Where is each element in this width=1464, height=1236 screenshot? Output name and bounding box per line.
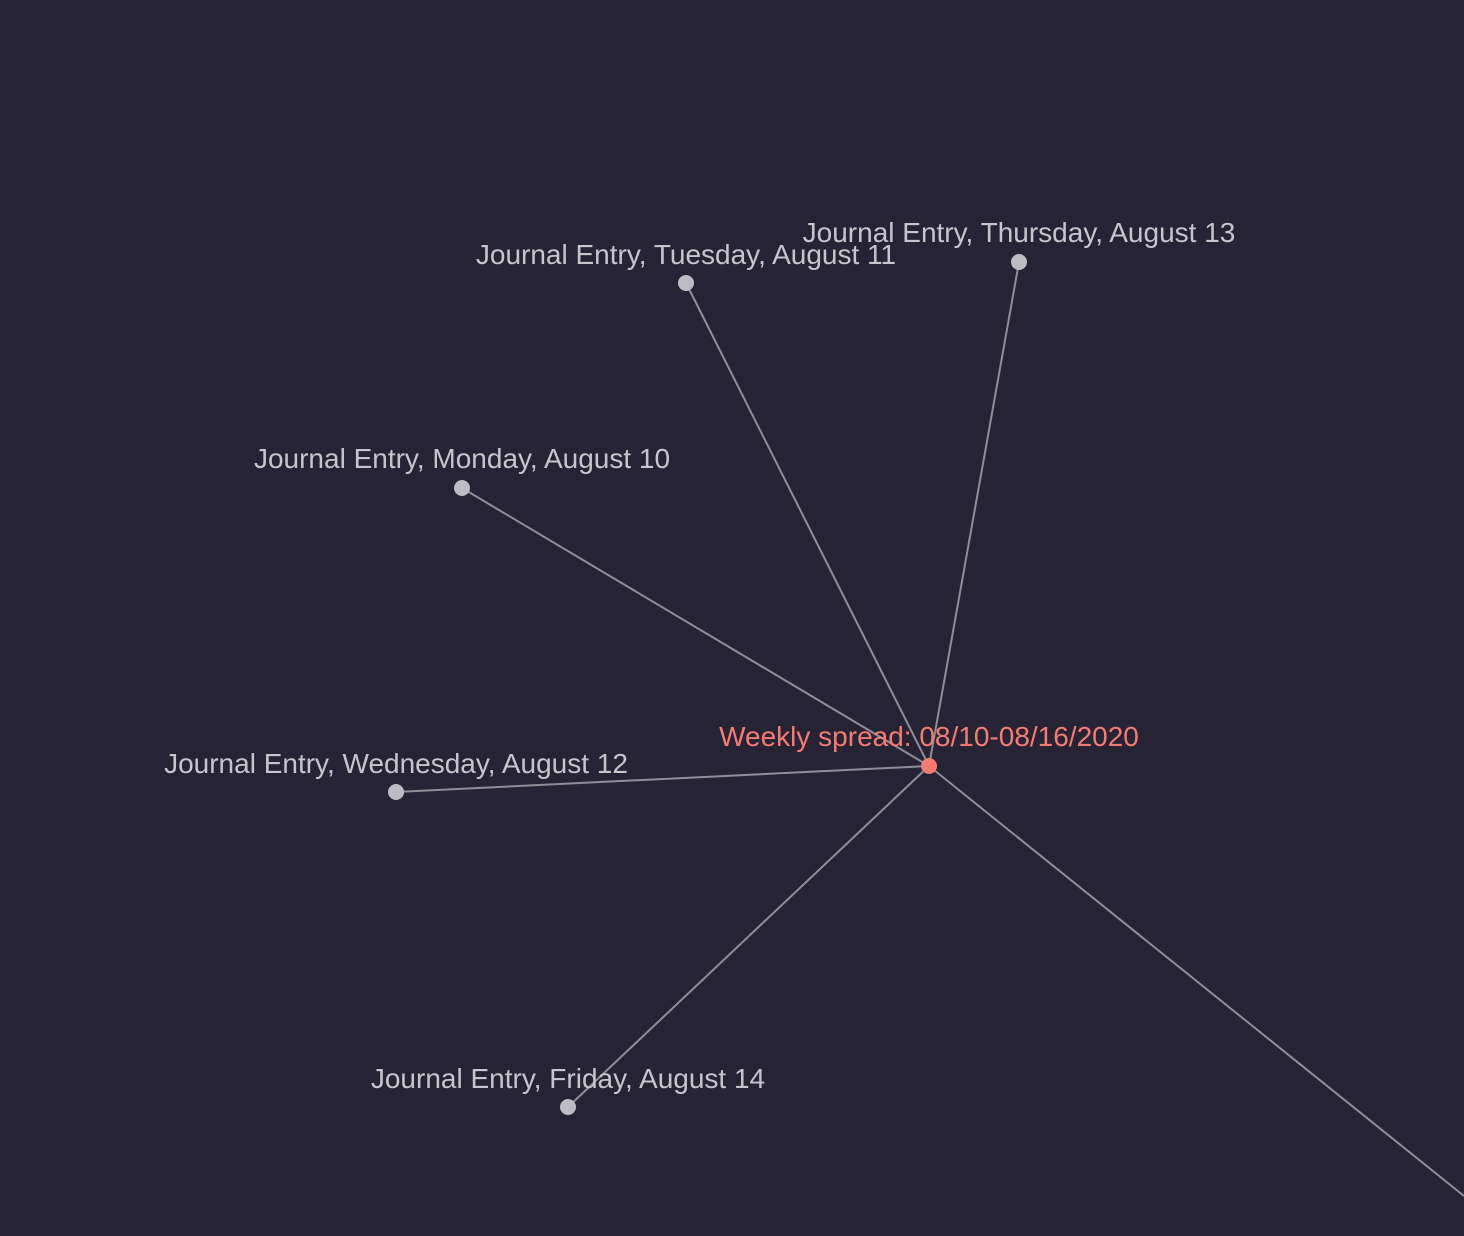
node-label: Journal Entry, Thursday, August 13 bbox=[803, 217, 1236, 248]
node-label: Journal Entry, Monday, August 10 bbox=[254, 443, 670, 474]
node-dot[interactable] bbox=[454, 480, 470, 496]
node-dot[interactable] bbox=[560, 1099, 576, 1115]
edge-offscreen bbox=[928, 765, 1464, 1197]
node-thursday[interactable]: Journal Entry, Thursday, August 13 bbox=[803, 217, 1236, 270]
node-friday[interactable]: Journal Entry, Friday, August 14 bbox=[371, 1063, 765, 1115]
node-weekly-spread[interactable]: Weekly spread: 08/10-08/16/2020 bbox=[719, 721, 1139, 774]
node-dot[interactable] bbox=[388, 784, 404, 800]
node-label: Journal Entry, Tuesday, August 11 bbox=[476, 239, 896, 270]
node-monday[interactable]: Journal Entry, Monday, August 10 bbox=[254, 443, 670, 496]
edge-wednesday bbox=[395, 765, 930, 793]
node-dot[interactable] bbox=[1011, 254, 1027, 270]
node-tuesday[interactable]: Journal Entry, Tuesday, August 11 bbox=[476, 239, 896, 291]
edge-monday bbox=[461, 487, 930, 767]
graph-edges bbox=[395, 261, 1464, 1197]
node-label: Journal Entry, Wednesday, August 12 bbox=[164, 748, 628, 779]
edge-friday bbox=[567, 765, 930, 1108]
node-dot[interactable] bbox=[678, 275, 694, 291]
edge-thursday bbox=[928, 261, 1020, 767]
edge-tuesday bbox=[685, 282, 930, 767]
center-node-dot[interactable] bbox=[921, 758, 937, 774]
node-wednesday[interactable]: Journal Entry, Wednesday, August 12 bbox=[164, 748, 628, 800]
center-node-label: Weekly spread: 08/10-08/16/2020 bbox=[719, 721, 1139, 752]
node-label: Journal Entry, Friday, August 14 bbox=[371, 1063, 765, 1094]
